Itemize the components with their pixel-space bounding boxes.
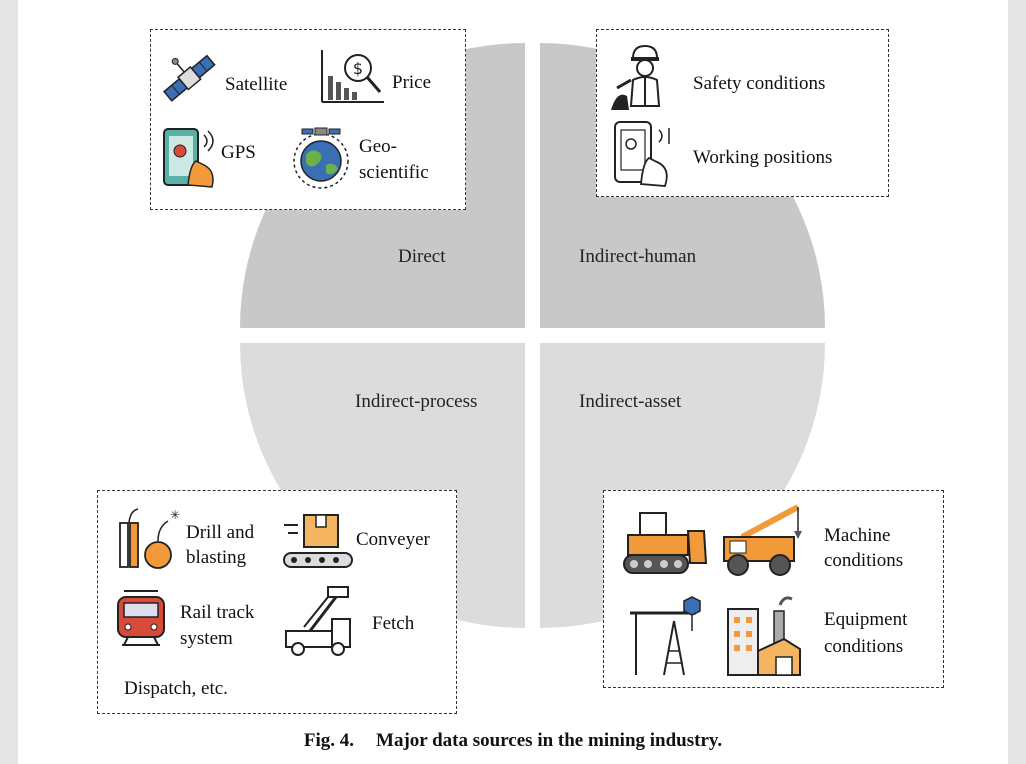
miner-worker-icon — [611, 44, 661, 110]
indirect-asset-sources-box: Machine conditions Equipment conditions — [603, 490, 944, 688]
svg-text:$: $ — [353, 59, 363, 78]
crane-truck-icon — [723, 504, 802, 576]
satellite-icon — [162, 54, 216, 102]
conveyer-label: Conveyer — [356, 529, 430, 550]
bulldozer-icon — [623, 512, 708, 574]
safety-conditions-label: Safety conditions — [693, 73, 826, 94]
geo-scientific-label-line1: Geo- — [359, 136, 397, 157]
dynamite-bomb-icon: ✳ — [119, 508, 180, 569]
equipment-conditions-label-line2: conditions — [824, 636, 904, 657]
price-label: Price — [392, 72, 432, 93]
figure-number: Fig. 4. — [303, 730, 355, 751]
oil-pump-icon — [630, 596, 701, 676]
figure-caption-text: Major data sources in the mining industr… — [376, 730, 723, 751]
globe-icon — [293, 127, 349, 189]
fetch-label: Fetch — [372, 613, 415, 634]
svg-text:✳: ✳ — [170, 508, 180, 522]
direct-sources-box: Satellite $ Price GPS Geo- scientific — [150, 29, 466, 210]
dispatch-label: Dispatch, etc. — [124, 678, 228, 699]
quadrant-label-direct: Direct — [398, 246, 446, 267]
conveyor-box-icon — [283, 514, 353, 568]
gps-label: GPS — [221, 142, 256, 163]
indirect-human-sources-box: Safety conditions Working positions — [596, 29, 889, 197]
indirect-process-sources-box: ✳ Drill and blasting Conveyer Rail track… — [97, 490, 457, 714]
machine-conditions-label-line2: conditions — [824, 550, 904, 571]
gps-phone-icon — [163, 128, 214, 188]
factory-icon — [727, 596, 801, 676]
working-positions-label: Working positions — [693, 147, 833, 168]
rail-track-label-line1: Rail track — [180, 602, 255, 623]
touch-phone-icon — [614, 121, 670, 187]
quadrant-label-indirect-human: Indirect-human — [579, 246, 697, 267]
figure-caption: Fig. 4. Major data sources in the mining … — [0, 730, 1026, 752]
quadrant-label-indirect-asset: Indirect-asset — [579, 391, 682, 412]
equipment-conditions-label-line1: Equipment — [824, 609, 908, 630]
price-chart-icon: $ — [321, 50, 384, 103]
rail-train-icon — [117, 590, 165, 646]
bucket-truck-icon — [285, 586, 351, 656]
drill-blasting-label-line2: blasting — [186, 547, 247, 568]
machine-conditions-label-line1: Machine — [824, 525, 891, 546]
rail-track-label-line2: system — [180, 628, 233, 649]
satellite-label: Satellite — [225, 74, 288, 95]
quadrant-label-indirect-process: Indirect-process — [355, 391, 478, 412]
geo-scientific-label-line2: scientific — [359, 162, 429, 183]
drill-blasting-label-line1: Drill and — [186, 522, 255, 543]
